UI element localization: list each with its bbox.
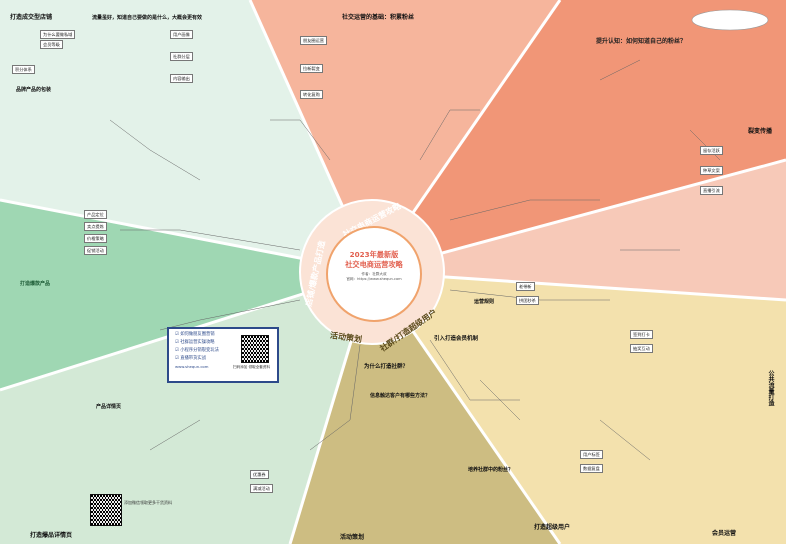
node: 数据复盘 [580,464,603,474]
topic-m3: 培养社群中的粉丝？ [468,467,514,473]
node: 优惠券 [250,470,269,480]
topic-tr: 提升认知：如何知道自己的粉丝？ [596,38,687,45]
center-title-line1: 2023年最新版 [349,250,399,259]
node: 种草文案 [700,166,723,176]
center-author: 作者：社群大叔 [361,272,387,277]
promo-item: ☑ 社群运营实操攻略 [175,340,215,345]
bl-note: 添加微信领取更多干货资料 [124,500,172,505]
topic-m2: 为什么打造社群？ [364,364,409,370]
node: 社群分层 [170,52,193,62]
node: 内容输出 [170,74,193,84]
promo-item: ☑ 小程序分销裂变玩法 [175,348,219,353]
promo-caption: 扫码添加 领取全套资料 [233,365,271,369]
promo-item: ☑ 如何做朋友圈营销 [175,332,215,337]
node: 积分体系 [12,65,35,75]
promo-item: ☑ 直播带货实战 [175,356,206,361]
node: 用户标签 [580,450,603,460]
node: 用户画像 [170,30,193,40]
sector-top [250,0,560,272]
topic-bc: 打造超级用户 [534,524,571,531]
topic-tc: 流量虽好，知道自己要做的是什么，大概会更有效 [92,15,203,21]
node: 满减活动 [250,484,273,494]
center-title: 2023年最新版 社交电商运营攻略 [328,250,420,269]
topic-top: 社交运营的基础：积累粉丝 [342,14,415,21]
promo-footer: www.shequn.com [175,364,209,369]
center-title-line2: 社交电商运营攻略 [345,259,403,269]
node: 价格策略 [84,234,107,244]
topic-m1: 引入打造会员机制 [434,336,479,342]
speech-bubble-icon [691,9,769,31]
node: 拉新裂变 [300,64,323,74]
sector-right [372,160,786,300]
topic-r3: 公共流量打造 [767,370,774,406]
sector-bottom-right [372,272,786,544]
node: 老带新 [516,282,535,292]
topic-l2: 打造爆款产品 [20,281,51,287]
topic-br: 会员运营 [712,530,737,537]
center-website: 官网：https://www.shequn.com [346,277,402,282]
topic-m4: 信息触达客户有哪些方法？ [370,393,431,399]
qr-code-icon[interactable] [241,335,269,363]
node: 会员等级 [40,40,63,50]
center-subtitle: 作者：社群大叔 官网：https://www.shequn.com [328,272,420,282]
topic-bl: 打造爆品详情页 [30,532,73,539]
node: 拼团秒杀 [516,296,539,306]
node: 抽奖互动 [630,344,653,354]
center-title-circle: 2023年最新版 社交电商运营攻略 作者：社群大叔 官网：https://www… [326,226,422,322]
node: 促销活动 [84,246,107,256]
node: 直播引流 [700,186,723,196]
node: 产品定位 [84,210,107,220]
topic-l3: 产品详情页 [96,404,122,410]
node: 卖点提炼 [84,222,107,232]
topic-r1: 裂变传播 [748,128,773,135]
promo-card: ☑ 如何做朋友圈营销 ☑ 社群运营实操攻略 ☑ 小程序分销裂变玩法 ☑ 直播带货… [167,327,279,383]
topic-b: 活动策划 [340,534,365,541]
node: 签到打卡 [630,330,653,340]
topic-tl: 打造成交型店铺 [10,14,53,21]
sector-bottom-left [0,272,372,544]
sector-top-right [372,0,786,272]
node: 留存活跃 [700,146,723,156]
topic-r2: 运营规则 [474,299,495,305]
qr-code-icon[interactable] [90,494,122,526]
node: 朋友圈运营 [300,36,327,46]
topic-l1: 品牌产品的包装 [16,87,52,93]
node: 转化复购 [300,90,323,100]
node: 为什么要做私域 [40,30,76,40]
